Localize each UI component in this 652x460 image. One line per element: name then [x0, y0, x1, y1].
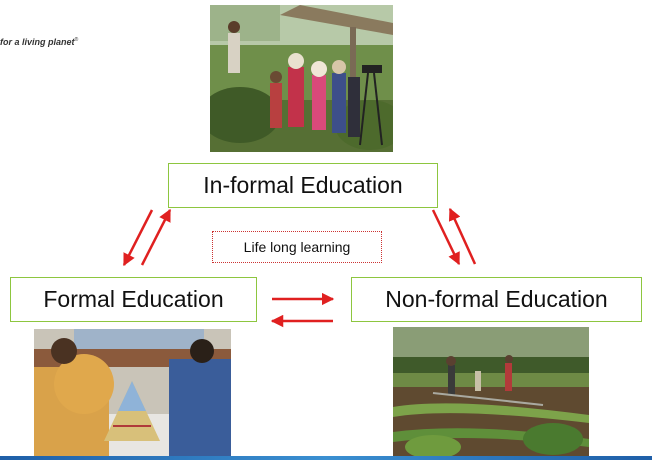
tagline: for a living planet®	[0, 37, 78, 47]
photo-nonformal-education	[393, 327, 589, 460]
node-formal-education: Formal Education	[10, 277, 257, 322]
photo-informal-education	[210, 5, 393, 152]
node-nonformal-label: Non-formal Education	[385, 286, 608, 312]
arrow-informal-to-formal	[122, 209, 154, 267]
tagline-mark: ®	[74, 37, 79, 43]
node-formal-label: Formal Education	[43, 286, 224, 312]
photo-formal-education	[34, 329, 231, 460]
node-informal-education: In-formal Education	[168, 163, 438, 208]
bottom-accent-strip	[0, 456, 652, 460]
tagline-text: for a living planet	[0, 37, 75, 47]
arrow-informal-to-nonformal	[431, 209, 461, 266]
arrow-nonformal-to-informal	[448, 207, 477, 265]
center-label: Life long learning	[212, 231, 382, 263]
center-label-text: Life long learning	[243, 239, 351, 255]
node-informal-label: In-formal Education	[203, 172, 403, 198]
node-nonformal-education: Non-formal Education	[351, 277, 642, 322]
arrow-formal-to-informal	[140, 208, 172, 266]
